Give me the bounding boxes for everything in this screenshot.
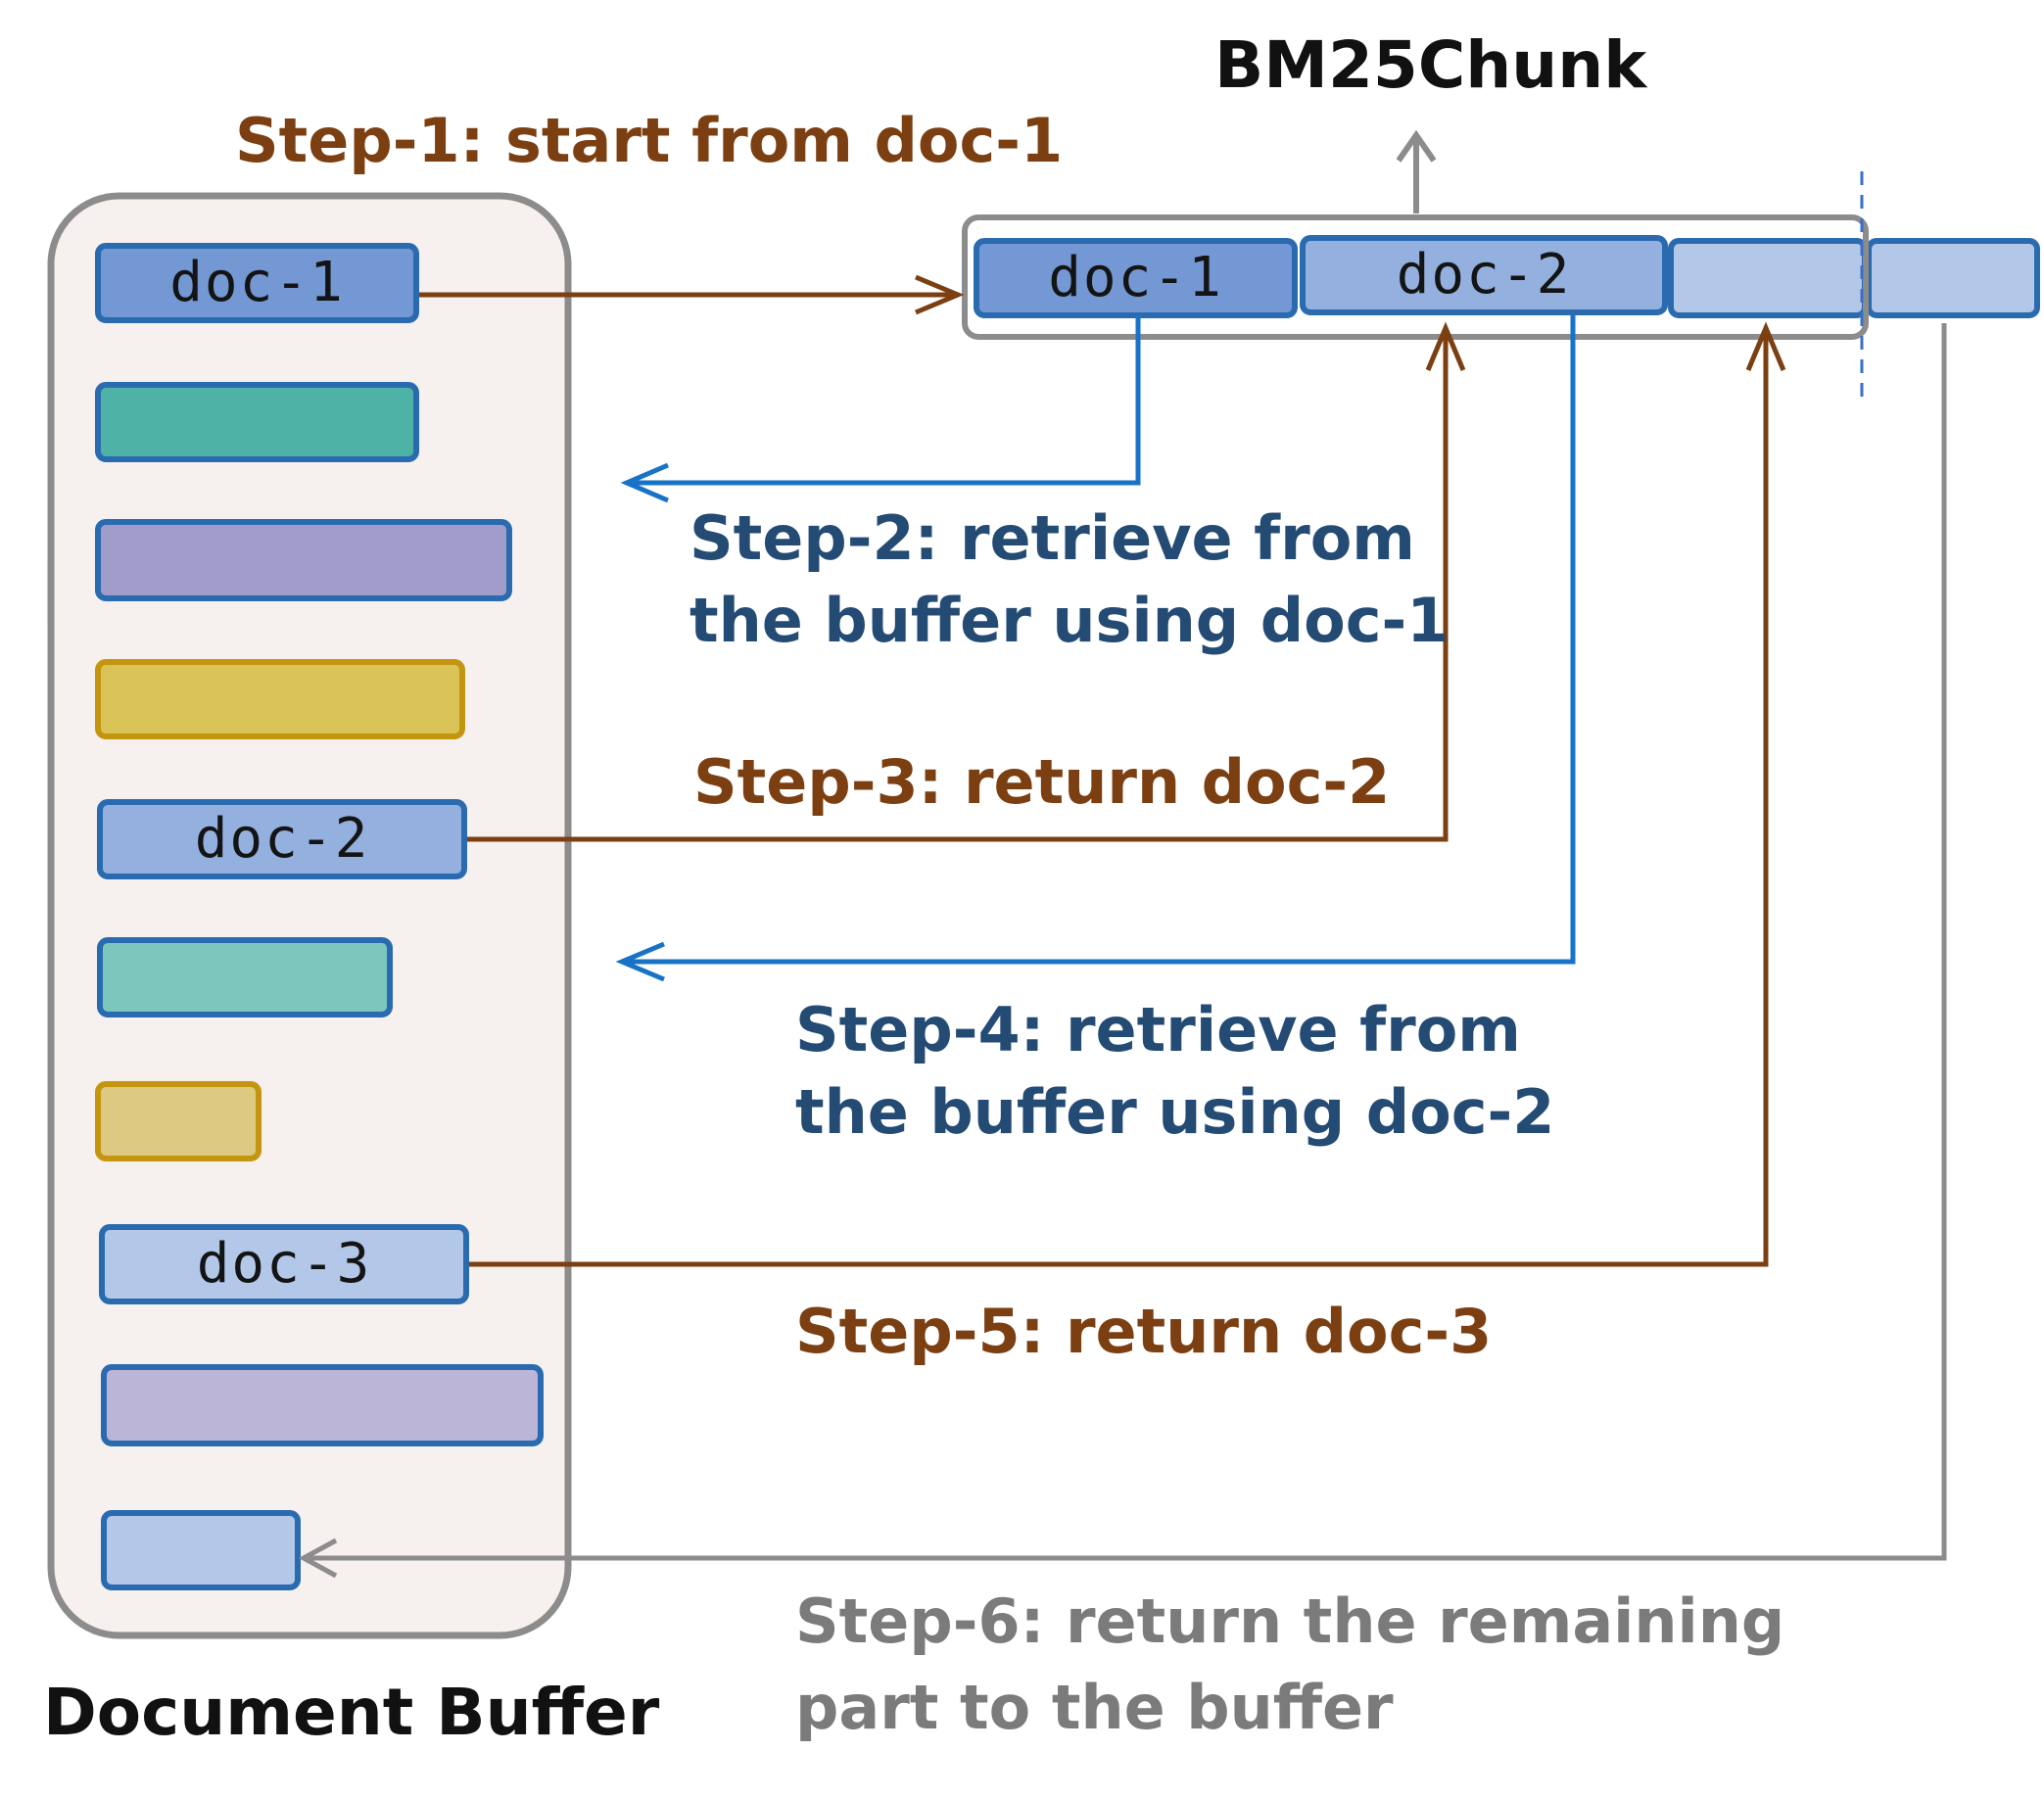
buffer-block-teal-1 <box>95 382 419 462</box>
step6-arrow <box>304 323 1947 1561</box>
chunk-doc-2-label: doc-2 <box>1396 243 1572 307</box>
buffer-doc-2-label: doc-2 <box>194 807 370 871</box>
step5-arrowhead <box>1745 321 1786 371</box>
step1-label: Step-1: start from doc-1 <box>235 105 1064 176</box>
chunk-doc-1-label: doc-1 <box>1048 246 1223 309</box>
step4-arrowhead <box>615 941 665 982</box>
buffer-block-teal-2 <box>97 937 393 1017</box>
step2-arrowhead <box>620 462 669 503</box>
buffer-block-lavender-1 <box>95 519 512 601</box>
step1-arrowhead <box>915 274 965 315</box>
step6-label-line1: Step-6: return the remaining <box>795 1585 1785 1657</box>
step3-arrow <box>467 328 1449 842</box>
document-buffer-title: Document Buffer <box>43 1675 660 1750</box>
step4-arrow <box>622 315 1576 965</box>
buffer-doc-3-label: doc-3 <box>196 1232 372 1296</box>
step4-label-line1: Step-4: retrieve from <box>795 994 1521 1065</box>
step5-label: Step-5: return doc-3 <box>795 1296 1493 1367</box>
buffer-block-mustard-1 <box>95 659 465 739</box>
buffer-doc-2-block <box>97 799 467 879</box>
bm25-chunk-title: BM25Chunk <box>1214 27 1647 103</box>
buffer-doc-1-block <box>95 243 419 323</box>
step2-label-line2: the buffer using doc-1 <box>689 585 1450 656</box>
bm25-chunk-boundary <box>962 214 1869 340</box>
step4-label-line2: the buffer using doc-2 <box>795 1076 1555 1148</box>
buffer-block-remaining <box>101 1510 301 1590</box>
chunk-output-arrowhead <box>1396 129 1437 163</box>
step3-label: Step-3: return doc-2 <box>693 746 1391 818</box>
step2-label-line1: Step-2: retrieve from <box>689 502 1415 574</box>
chunk-doc-3-block-inside <box>1668 238 1868 318</box>
chunk-doc-3-block-overflow <box>1866 238 2040 318</box>
buffer-doc-1-label: doc-1 <box>169 251 345 314</box>
step6-arrowhead <box>298 1538 338 1579</box>
chunk-doc-2-block <box>1300 235 1668 315</box>
buffer-block-mustard-2 <box>95 1081 261 1161</box>
step2-arrow <box>627 315 1141 486</box>
step5-arrow <box>469 328 1769 1267</box>
buffer-doc-3-block <box>99 1224 469 1304</box>
step3-arrowhead <box>1425 321 1466 371</box>
buffer-block-lavender-2 <box>101 1364 544 1446</box>
step6-label-line2: part to the buffer <box>795 1672 1394 1743</box>
